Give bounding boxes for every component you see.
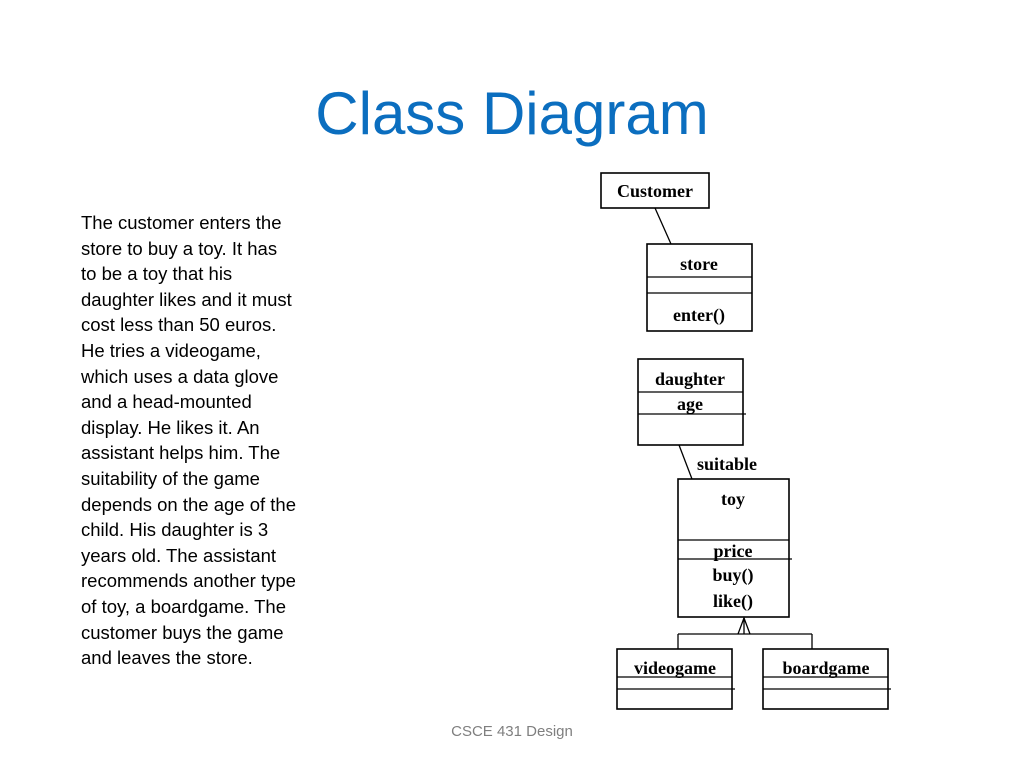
scenario-line: display. He likes it. An: [81, 416, 260, 438]
scenario-line: of toy, a boardgame. The: [81, 595, 286, 617]
class-daughter: daughter age: [637, 358, 746, 446]
class-box: [600, 172, 710, 209]
scenario-line: years old. The assistant: [81, 544, 277, 566]
scenario-line: which uses a data glove: [81, 365, 279, 387]
scenario-line: child. His daughter is 3: [81, 519, 269, 541]
slide-footer: CSCE 431 Design: [451, 723, 573, 740]
scenario-line: He tries a videogame,: [81, 339, 261, 361]
scenario-line: and leaves the store.: [81, 647, 253, 669]
class-box: [646, 243, 753, 332]
scenario-line: assistant helps him. The: [81, 442, 281, 464]
scenario-line: cost less than 50 euros.: [81, 314, 277, 336]
slide-title: Class Diagram: [315, 80, 709, 147]
class-videogame: videogame: [616, 648, 735, 710]
class-attribute: age: [677, 394, 703, 414]
scenario-line: to be a toy that his: [81, 263, 233, 285]
class-name: boardgame: [783, 658, 870, 678]
scenario-line: recommends another type: [81, 570, 296, 592]
scenario-line: customer buys the game: [81, 621, 284, 643]
class-name: videogame: [634, 658, 716, 678]
class-boardgame: boardgame: [762, 648, 891, 710]
class-store: store enter(): [646, 243, 753, 332]
scenario-line: suitability of the game: [81, 467, 260, 489]
class-toy: toy price buy() like(): [677, 478, 792, 618]
class-box: [616, 648, 733, 710]
class-box: [637, 358, 744, 446]
scenario-line: and a head-mounted: [81, 391, 252, 413]
class-customer: Customer: [600, 172, 710, 209]
association-line: [678, 444, 693, 480]
class-operation: enter(): [673, 305, 725, 326]
scenario-line: daughter likes and it must: [81, 288, 292, 310]
class-name: toy: [721, 489, 745, 509]
generalization-arrow: [677, 616, 813, 649]
scenario-line: The customer enters the: [81, 212, 282, 233]
scenario-text: The customer enters the store to buy a t…: [81, 210, 336, 671]
class-name: Customer: [617, 181, 693, 201]
association-line: [654, 207, 672, 245]
class-name: store: [680, 254, 718, 274]
class-box: [677, 478, 790, 618]
class-operation: like(): [713, 591, 753, 612]
scenario-line: depends on the age of the: [81, 493, 296, 515]
scenario-line: store to buy a toy. It has: [81, 237, 278, 259]
association-label: suitable: [697, 454, 757, 474]
class-name: daughter: [655, 369, 725, 389]
class-operation: buy(): [712, 565, 753, 586]
class-box: [762, 648, 889, 710]
class-attribute: price: [714, 541, 753, 561]
